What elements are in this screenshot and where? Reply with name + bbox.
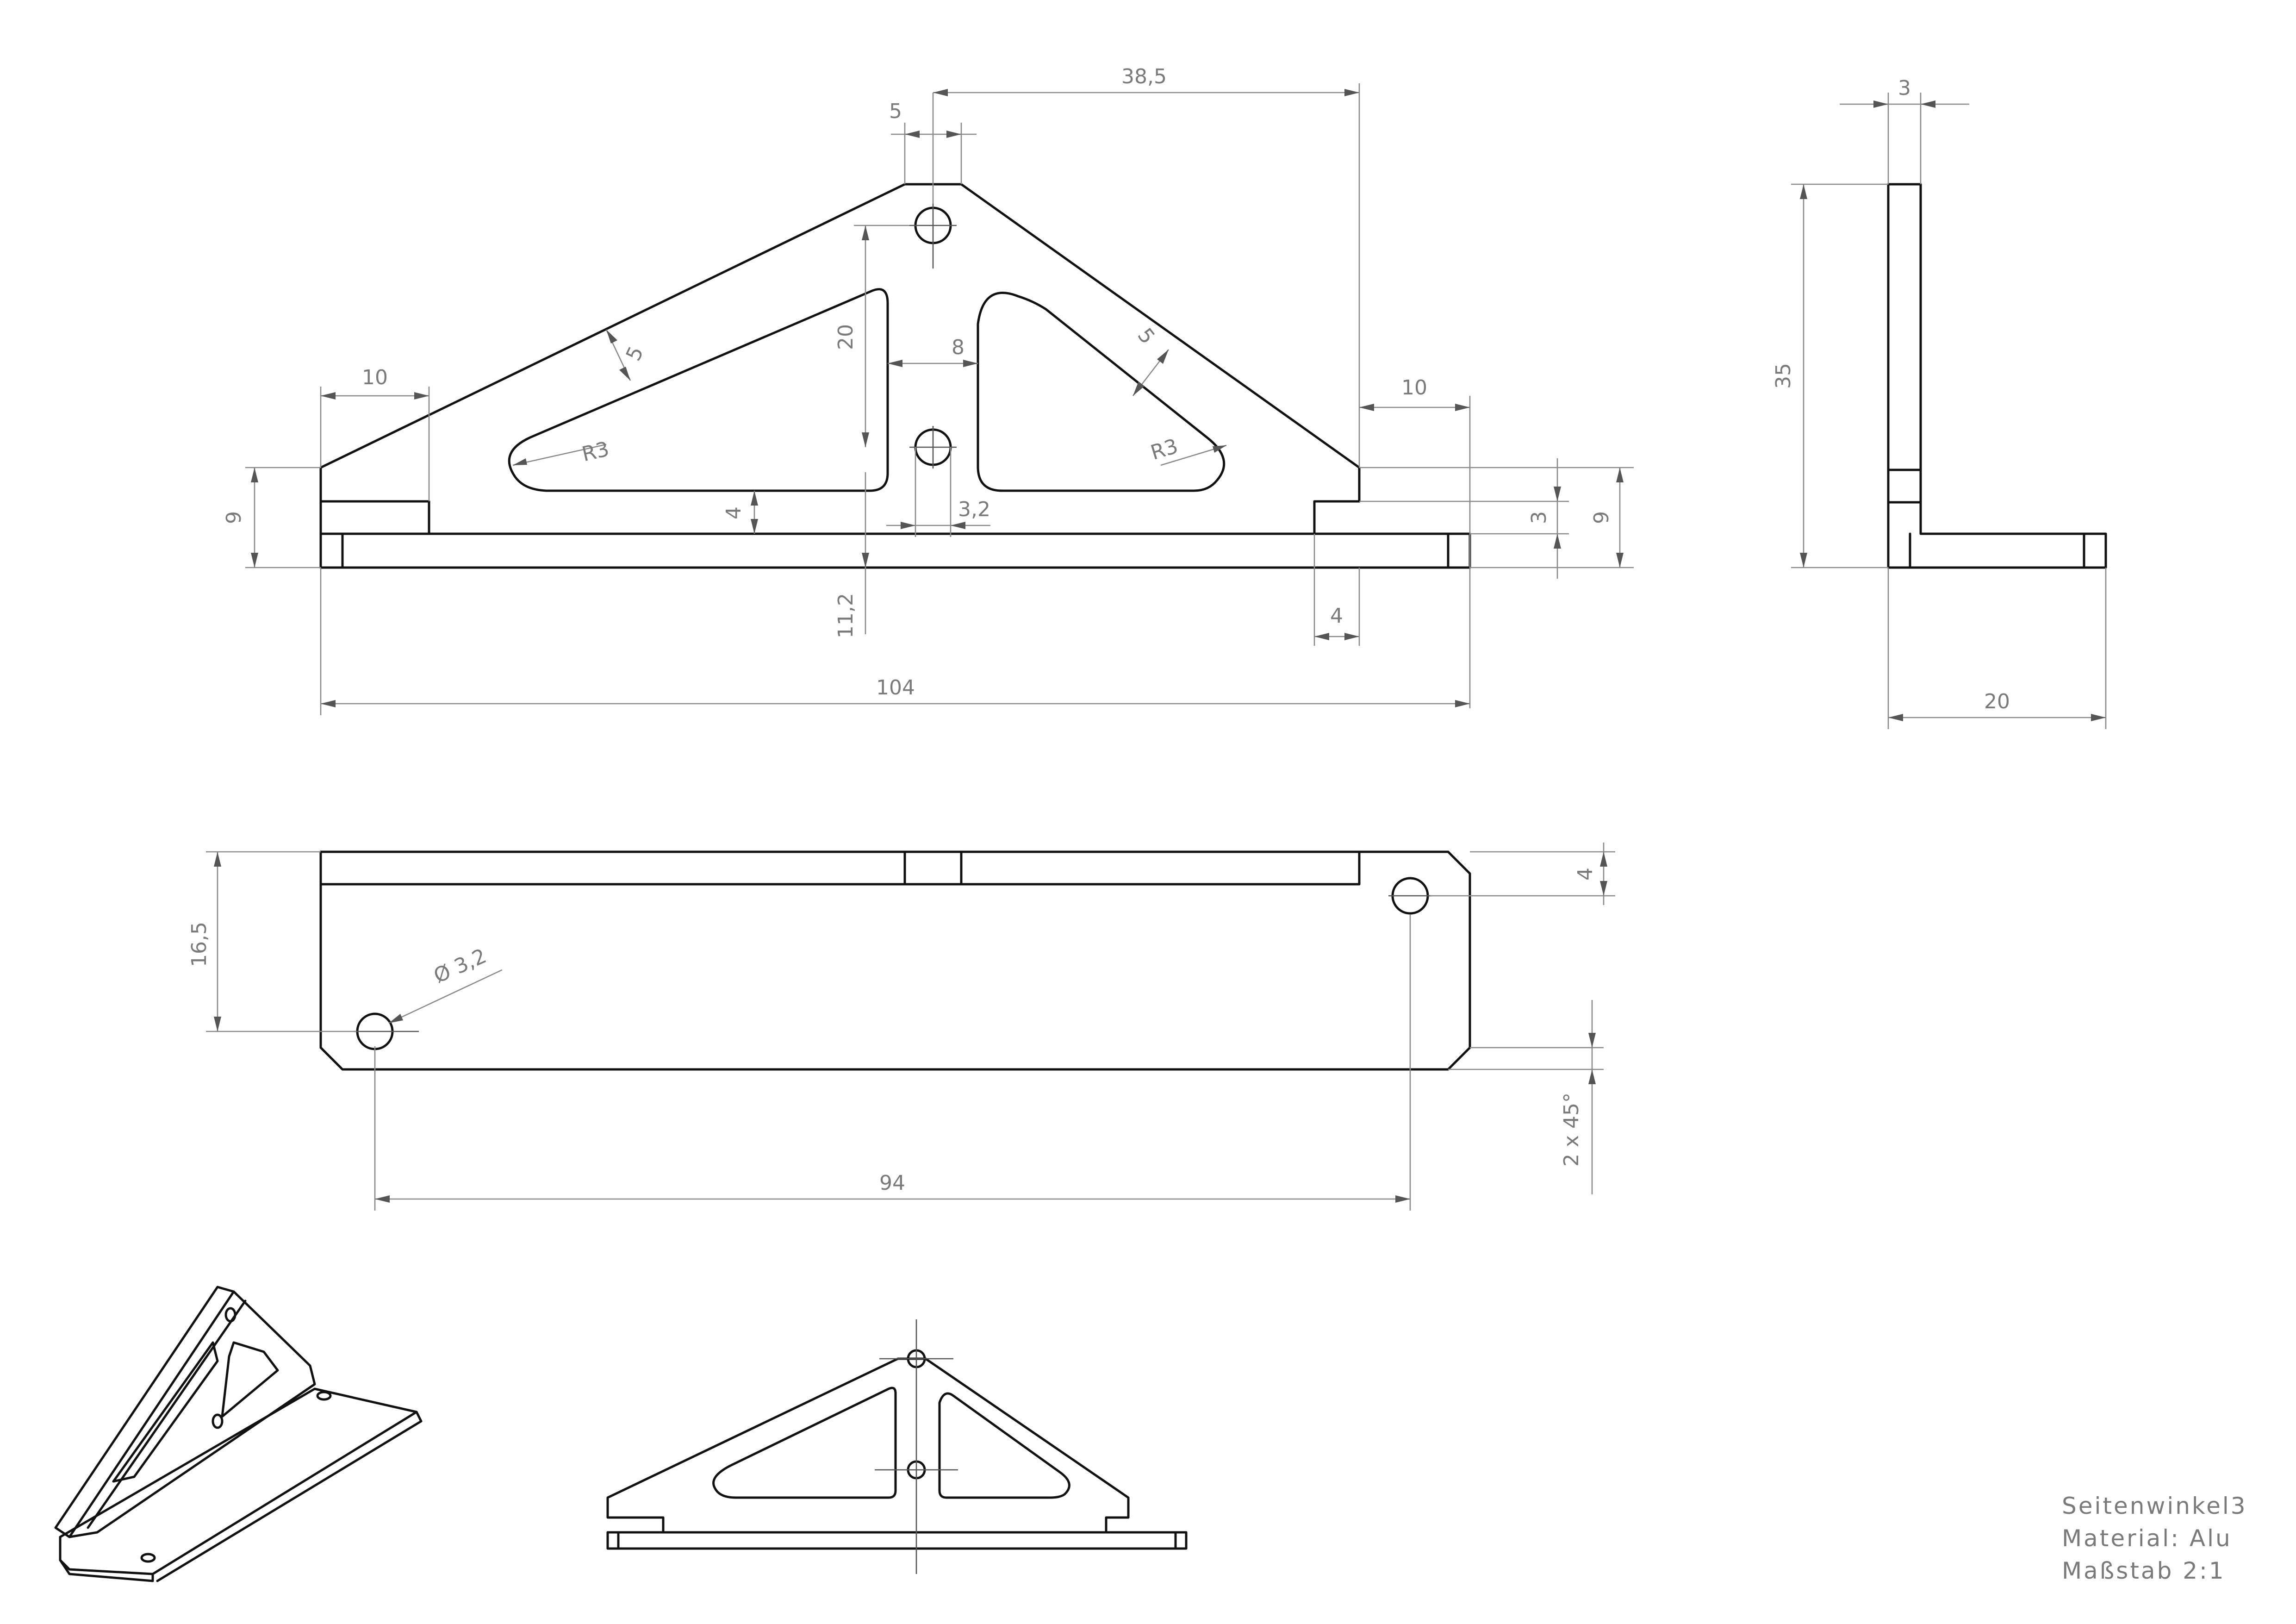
dim-edge-offset: 4	[1574, 868, 1597, 881]
dim-hole-spacing: 94	[879, 1171, 905, 1195]
top-view: 16,5 4 Ø 3,2 2 x 45° 94	[187, 843, 1615, 1211]
top-view-dimensions	[206, 843, 1615, 1211]
cutout-left	[508, 288, 889, 492]
scale-label: Maßstab 2:1	[2062, 1557, 2226, 1584]
top-view-outline	[319, 850, 1471, 1071]
dim-radius-left: R3	[579, 437, 611, 466]
title-block: Seitenwinkel3 Material: Alu Maßstab 2:1	[2062, 1493, 2247, 1584]
dim-rib-right: 5	[1133, 324, 1159, 348]
dim-hole-height: 11,2	[834, 593, 858, 638]
dim-height: 35	[1772, 363, 1795, 389]
front-view: 38,5 5 10 10 5 5 20 8 R3 R3 4 3,2 3 9 9 …	[222, 65, 1634, 715]
dim-base-thickness: 3	[1527, 511, 1551, 524]
dim-base-width: 20	[1984, 690, 2010, 713]
cutout-right	[977, 292, 1226, 492]
side-view-outline	[1887, 183, 2107, 569]
dim-wall-thickness: 3	[1898, 76, 1911, 100]
dim-rib-left: 5	[622, 343, 648, 364]
dim-foot-height-left: 9	[222, 511, 246, 524]
dim-chamfer: 2 x 45°	[1560, 1093, 1583, 1167]
front-view-outline	[319, 183, 1361, 535]
side-view-dimensions	[1791, 93, 2107, 729]
dim-left-step: 10	[362, 366, 388, 389]
dim-foot-height-right: 9	[1590, 511, 1613, 524]
dim-apex-flat: 5	[889, 100, 902, 123]
dim-bottom-web: 4	[722, 506, 746, 519]
dim-slot-width: 4	[1330, 604, 1343, 628]
dim-web-width: 8	[952, 336, 964, 359]
front-view-base-plate	[319, 532, 1471, 569]
dim-right-step: 10	[1401, 376, 1427, 400]
dim-cutout-height: 20	[834, 324, 858, 350]
dim-top-width: 16,5	[187, 922, 211, 967]
front-view-dimensions	[245, 83, 1634, 715]
dim-hole-dia: 3,2	[958, 498, 990, 521]
dim-hole-diameter: Ø 3,2	[430, 944, 490, 988]
small-front-view	[606, 1319, 1188, 1574]
dim-width-top: 38,5	[1121, 65, 1167, 88]
dim-total-length: 104	[876, 676, 915, 700]
isometric-view	[54, 1286, 423, 1582]
side-view: 3 35 20	[1772, 76, 2107, 729]
part-name: Seitenwinkel3	[2062, 1493, 2247, 1519]
material-label: Material: Alu	[2062, 1525, 2232, 1552]
